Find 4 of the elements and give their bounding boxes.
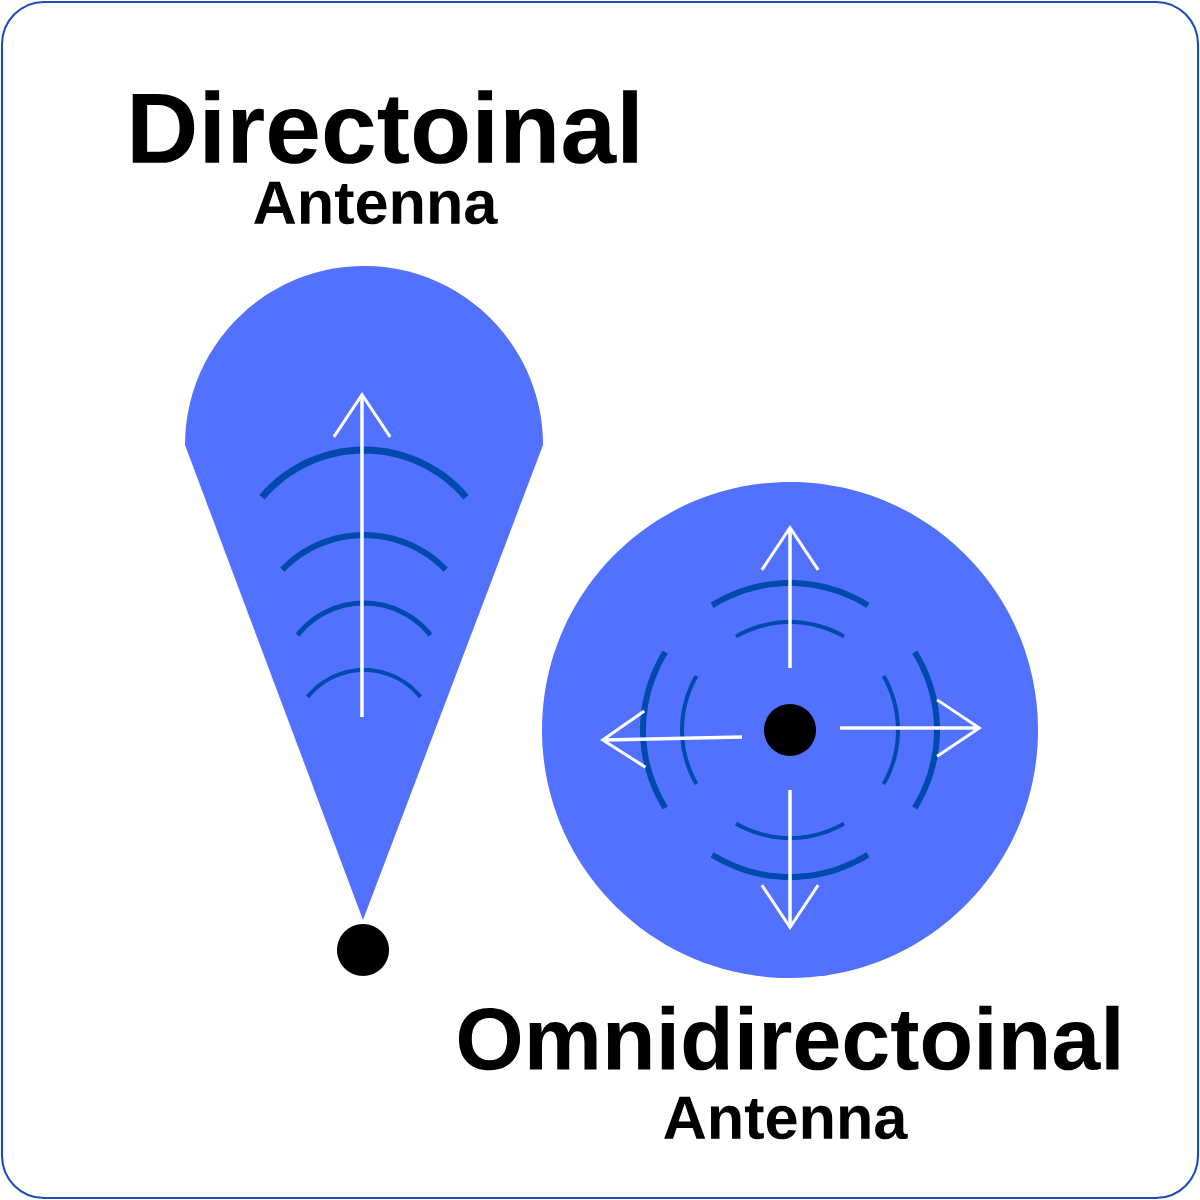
antenna-subtitle: Antenna	[664, 1096, 908, 1140]
antenna-title: Directoinal	[132, 90, 637, 164]
antenna-title: Omnidirectoinal	[458, 1005, 1119, 1071]
antenna-subtitle: Antenna	[254, 181, 498, 225]
